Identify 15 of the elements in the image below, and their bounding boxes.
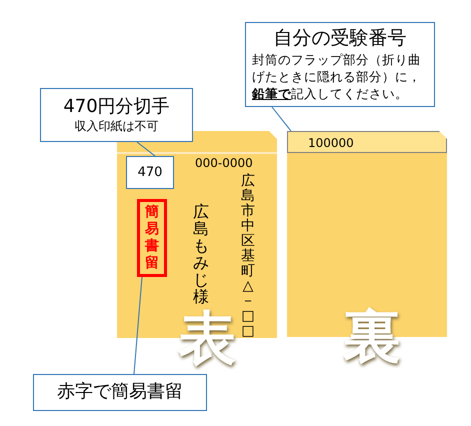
callout-heading: 470円分切手 bbox=[62, 95, 171, 118]
postcode: 000-0000 bbox=[195, 156, 253, 170]
registered-mail-stamp: 簡易書留 bbox=[137, 199, 167, 277]
honorific: 様 bbox=[193, 288, 209, 305]
callout-heading: 自分の受験番号 bbox=[272, 26, 408, 51]
callout-note: 封筒のフラップ部分（折り曲げたときに隠れる部分）に，鉛筆で記入してください。 bbox=[250, 51, 422, 102]
callout-heading: 赤字で簡易書留 bbox=[56, 380, 184, 404]
address: 広島市中区基町△－□□ bbox=[241, 174, 255, 339]
leader-line bbox=[136, 142, 156, 156]
stamp-box: 470 bbox=[126, 156, 174, 189]
leader-line bbox=[134, 276, 142, 374]
addressee-name: 広島もみじ bbox=[193, 203, 209, 288]
leader-line bbox=[272, 106, 292, 132]
callout-note: 収入印紙は不可 bbox=[74, 118, 160, 135]
flap: 100000 bbox=[287, 131, 447, 153]
